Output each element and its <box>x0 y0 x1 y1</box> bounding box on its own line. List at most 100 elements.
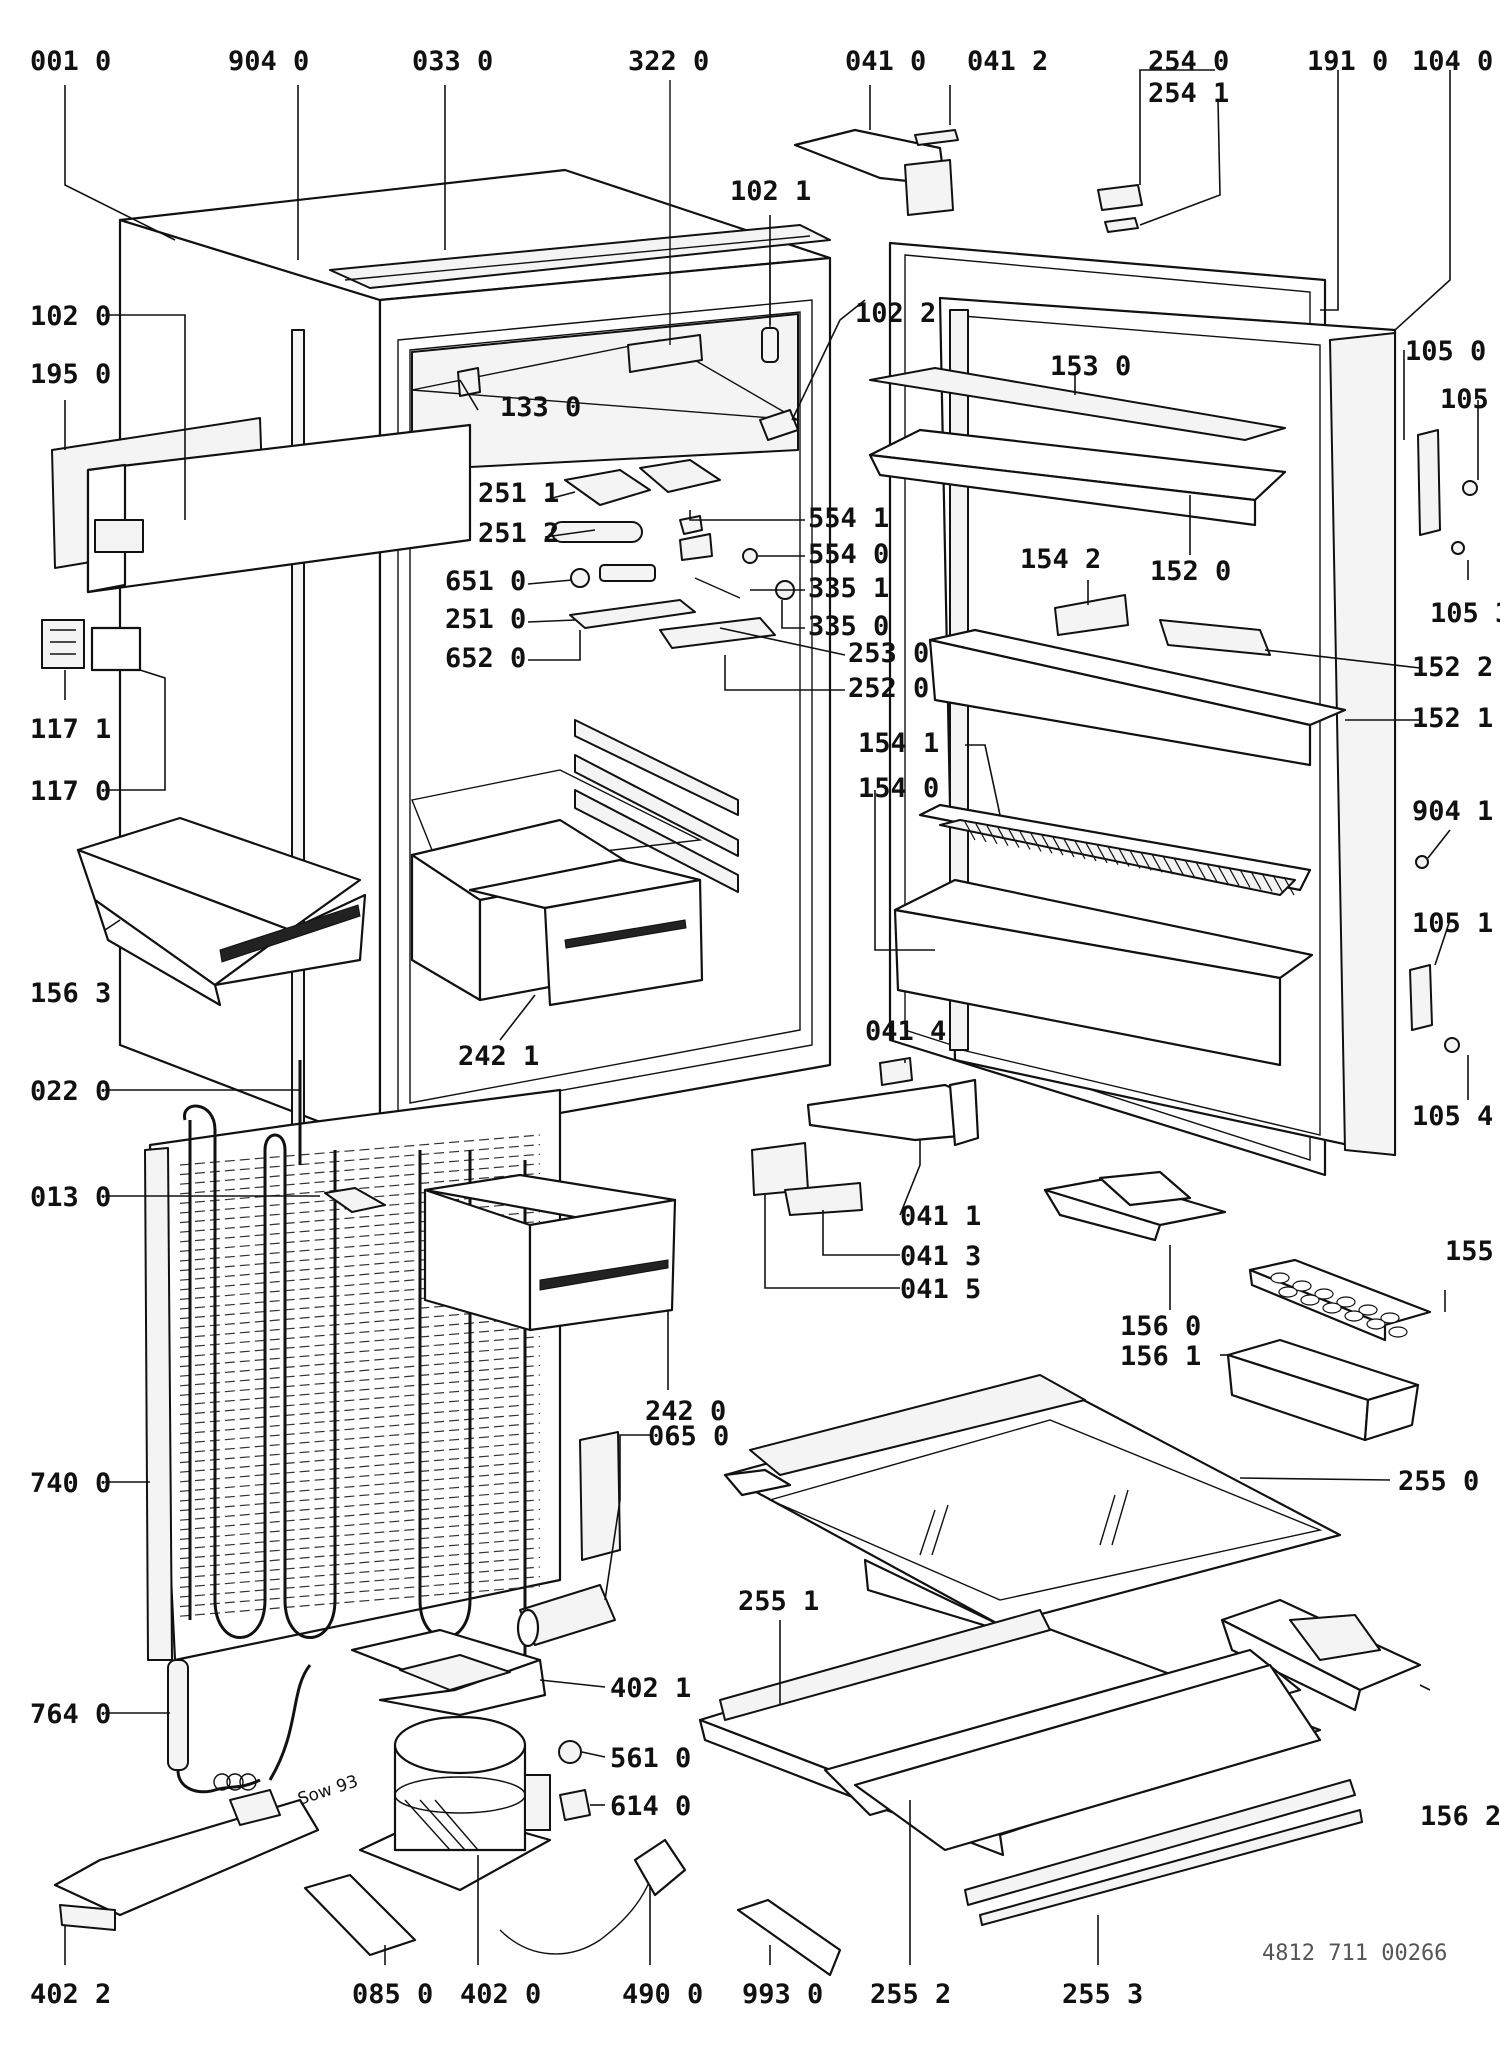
label-033-0: 033 0 <box>412 46 493 77</box>
relay-614 <box>559 1789 591 1821</box>
label-041-2: 041 2 <box>967 46 1048 77</box>
container-156-1 <box>1226 1338 1420 1442</box>
condenser-fin <box>179 1355 541 1387</box>
label-154-1: 154 1 <box>858 728 939 759</box>
condenser-fin <box>179 1460 541 1492</box>
rail-hatch-line <box>1107 846 1119 865</box>
rail-hatch-line <box>1030 833 1042 852</box>
condenser-fin <box>179 1403 541 1435</box>
label-154-0: 154 0 <box>858 773 939 804</box>
rail-hatch-line <box>975 823 987 843</box>
door-handle-105-0 <box>1417 429 1441 536</box>
bottom-hinge <box>751 1057 980 1216</box>
rail-hatch-line <box>1085 842 1097 862</box>
bottle-shelf-154-0 <box>893 878 1314 1067</box>
label-104-0: 104 0 <box>1412 46 1493 77</box>
egg-cup <box>1314 1288 1334 1300</box>
condenser <box>144 1088 562 1662</box>
label-251-1: 251 1 <box>478 478 559 509</box>
rail-hatch-line <box>1041 835 1053 854</box>
glass-shelf-255-0 <box>723 1374 1342 1632</box>
ice-tray-156-2 <box>1220 1598 1422 1712</box>
compressor-mount <box>350 1628 547 1717</box>
rail-hatch-line <box>1008 829 1020 848</box>
condenser-fin <box>179 1489 541 1521</box>
label-022-0: 022 0 <box>30 1076 111 1107</box>
label-561-0: 561 0 <box>610 1743 691 1774</box>
condenser-fin <box>179 1451 541 1483</box>
label-085-0: 085 0 <box>352 1979 433 2010</box>
egg-cup <box>1322 1302 1342 1314</box>
rail-hatch-line <box>1052 836 1064 856</box>
label-102-1: 102 1 <box>730 176 811 207</box>
screw-105-2 <box>1462 480 1478 496</box>
rail-hatch-line <box>1283 876 1295 896</box>
rail-hatch-line <box>1151 854 1163 873</box>
freezer-compartment-box <box>76 816 367 1007</box>
label-154-2: 154 2 <box>1020 544 1101 575</box>
shelf-cover-152-2 <box>1159 619 1271 656</box>
condenser-fin <box>179 1499 541 1531</box>
rail-hatch-line <box>1272 874 1284 894</box>
light-switch-parts <box>41 619 142 672</box>
label-764-0: 764 0 <box>30 1699 111 1730</box>
condenser-fin <box>179 1585 541 1617</box>
bottle-rail-hatching <box>964 821 1295 896</box>
rail-hatch-line <box>1261 873 1273 892</box>
condenser-fin <box>179 1547 541 1579</box>
compressor <box>358 1715 552 1892</box>
rail-hatch-line <box>1228 867 1240 886</box>
condenser-fin <box>179 1364 541 1396</box>
rail-hatch-line <box>1129 850 1141 869</box>
label-065-0: 065 0 <box>648 1421 729 1452</box>
condenser-fin <box>179 1576 541 1608</box>
scraper-993 <box>736 1898 842 1977</box>
label-156-0: 156 0 <box>1120 1311 1201 1342</box>
condenser-fin <box>179 1441 541 1473</box>
egg-cup <box>1270 1272 1290 1284</box>
condenser-fin <box>179 1422 541 1454</box>
label-335-1: 335 1 <box>808 573 889 604</box>
label-255-3: 255 3 <box>1062 1979 1143 2010</box>
label-156-2: 156 2 <box>1420 1801 1500 1832</box>
condenser-fin <box>179 1528 541 1560</box>
label-001-0: 001 0 <box>30 46 111 77</box>
label-155-0: 155 0 <box>1445 1236 1500 1267</box>
egg-cup <box>1344 1310 1364 1322</box>
label-402-2: 402 2 <box>30 1979 111 2010</box>
condenser-fins <box>179 1134 541 1617</box>
label-402-0: 402 0 <box>460 1979 541 2010</box>
label-651-0: 651 0 <box>445 566 526 597</box>
bracket-065 <box>579 1431 621 1561</box>
condenser-fin <box>179 1518 541 1550</box>
egg-cup <box>1336 1296 1356 1308</box>
label-253-0: 253 0 <box>848 638 929 669</box>
door-shelf-152-1 <box>928 628 1347 767</box>
rail-hatch-line <box>1140 852 1152 871</box>
label-105-0: 105 0 <box>1405 336 1486 367</box>
rail-hatch-line <box>1096 844 1108 864</box>
label-117-1: 117 1 <box>30 714 111 745</box>
label-255-1: 255 1 <box>738 1586 819 1617</box>
label-156-3: 156 3 <box>30 978 111 1009</box>
condenser-fin <box>179 1432 541 1464</box>
rail-hatch-line <box>1118 848 1130 867</box>
rail-hatch-line <box>1162 855 1174 875</box>
door-rail-153 <box>869 367 1286 441</box>
rail-hatch-line <box>986 825 998 845</box>
label-152-1: 152 1 <box>1412 703 1493 734</box>
condenser-fin <box>179 1412 541 1444</box>
bottle-rail-154-1 <box>918 803 1312 896</box>
label-133-0: 133 0 <box>500 392 581 423</box>
condenser-fin <box>179 1393 541 1425</box>
rail-hatch-line <box>1019 831 1031 850</box>
power-cord <box>499 1838 687 1955</box>
egg-cup <box>1278 1286 1298 1298</box>
label-993-0: 993 0 <box>742 1979 823 2010</box>
door-latch-105-1 <box>1409 964 1433 1031</box>
condenser-fin <box>179 1336 541 1368</box>
label-041-1: 041 1 <box>900 1201 981 1232</box>
label-041-3: 041 3 <box>900 1241 981 1272</box>
egg-cup <box>1358 1304 1378 1316</box>
label-255-2: 255 2 <box>870 1979 951 2010</box>
